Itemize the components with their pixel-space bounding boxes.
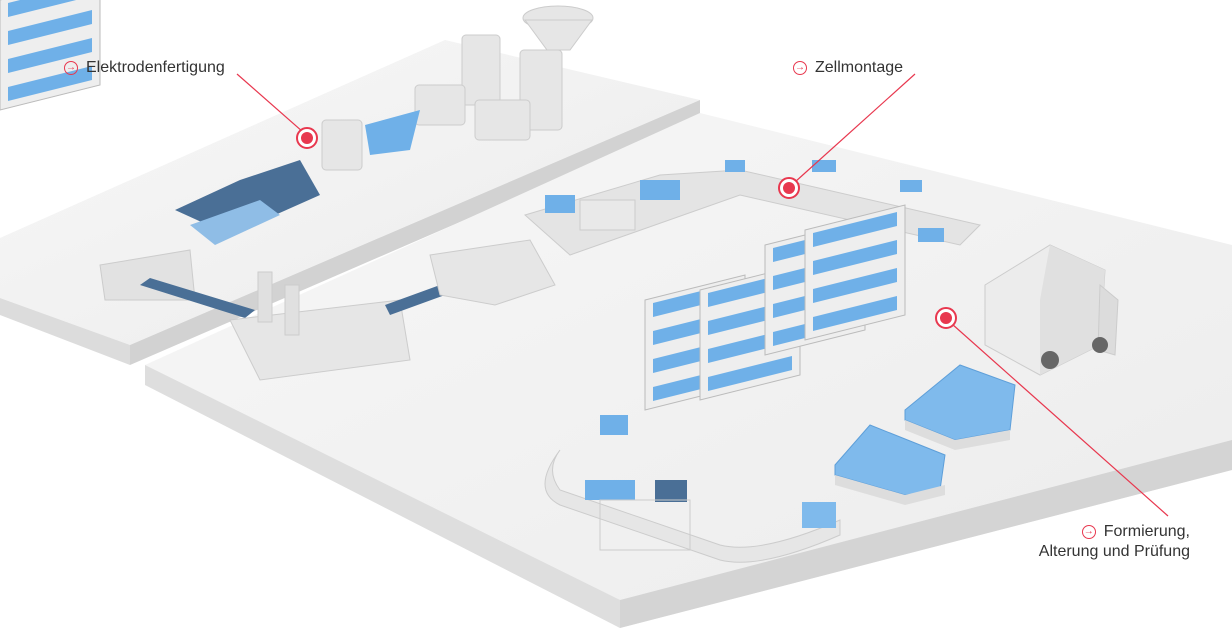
hotspot-cell-assembly[interactable] [778,177,800,199]
arrow-right-circle-icon: → [1081,525,1096,539]
label-text: Zellmontage [815,59,904,76]
hotspot-formation-testing[interactable] [935,307,957,329]
label-electrode-production[interactable]: → Elektrodenfertigung [64,58,225,78]
pallets [834,364,1016,505]
silos [321,5,594,171]
truck [984,244,1119,376]
arrow-right-circle-icon: → [64,61,78,75]
assembly-line [523,160,981,256]
hotspot-electrode-production[interactable] [296,127,318,149]
label-text: Elektrodenfertigung [86,59,225,76]
label-text-line2: Alterung und Prüfung [1038,543,1190,560]
packaging-conveyor [544,415,841,563]
label-formation-testing[interactable]: → Formierung, Alterung und Prüfung [1039,522,1190,562]
arrow-right-circle-icon: → [793,61,807,75]
label-cell-assembly[interactable]: → Zellmontage [793,58,903,78]
electrode-machinery [99,110,556,381]
leader-lines [236,73,1169,517]
label-text-line1: Formierung, [1103,523,1190,540]
